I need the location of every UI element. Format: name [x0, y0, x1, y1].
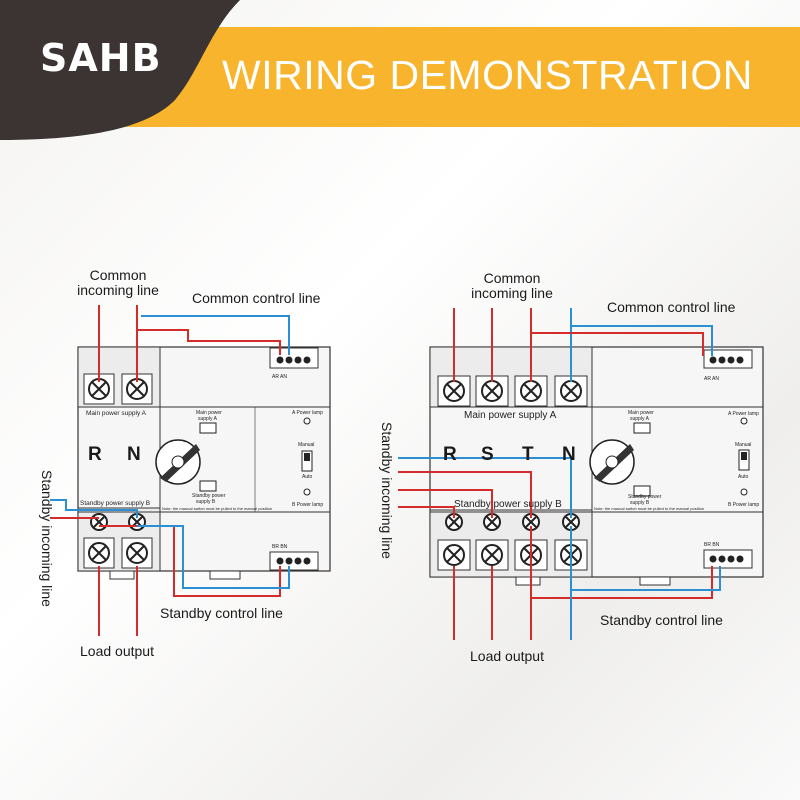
rotary-switch-icon — [589, 439, 635, 485]
common-incoming-label-2: incoming line — [77, 282, 159, 298]
standby-control-label: Standby control line — [600, 612, 723, 628]
logo-block — [0, 0, 240, 140]
brand-logo: SAHB — [40, 36, 162, 80]
main-indicator-label-2: supply A — [630, 416, 650, 422]
common-incoming-label-1: Common — [90, 267, 147, 283]
note-label: Note: the manual switch must be pulled t… — [162, 506, 272, 511]
terminal-label: R — [88, 444, 102, 465]
common-control-label: Common control line — [607, 299, 736, 315]
control-bottom-label: BR BN — [704, 542, 720, 548]
manual-label: Manual — [735, 442, 751, 448]
manual-label: Manual — [298, 442, 314, 448]
rotary-switch-icon — [155, 439, 201, 485]
control-bottom-label: BR BN — [272, 544, 288, 550]
auto-label: Auto — [302, 474, 313, 480]
page-title: WIRING DEMONSTRATION — [222, 52, 753, 98]
a-lamp-label: A Power lamp — [728, 411, 759, 417]
right-device — [429, 346, 764, 586]
auto-label: Auto — [738, 474, 749, 480]
main-indicator-label-1: Main power — [628, 410, 654, 416]
main-supply-label: Main power supply A — [464, 410, 557, 421]
standby-incoming-label: Standby incoming line — [379, 422, 395, 559]
screw-icon — [437, 539, 471, 571]
terminal-label: N — [127, 444, 141, 465]
standby-indicator-label-2: supply B — [196, 499, 216, 505]
terminal-label: S — [481, 444, 494, 465]
screw-icon — [83, 537, 115, 569]
common-control-label: Common control line — [192, 290, 321, 306]
main-indicator-label-1: Main power — [196, 410, 222, 416]
main-supply-label: Main power supply A — [86, 410, 147, 417]
screw-icon — [90, 513, 108, 531]
standby-indicator-label-2: supply B — [630, 500, 650, 506]
standby-supply-label: Standby power supply B — [454, 499, 562, 510]
standby-incoming-label: Standby incoming line — [39, 470, 55, 607]
standby-indicator-label-1: Standby power — [628, 494, 662, 500]
left-device — [77, 346, 331, 580]
screw-icon — [475, 539, 509, 571]
screw-icon — [445, 513, 463, 531]
screw-icon — [121, 537, 153, 569]
terminal-label: N — [562, 444, 576, 465]
note-label: Note: the manual switch must be pulled t… — [594, 506, 704, 511]
common-incoming-label-1: Common — [484, 270, 541, 286]
load-output-label: Load output — [80, 643, 154, 659]
standby-indicator-label-1: Standby power — [192, 493, 226, 499]
terminal-label: R — [443, 444, 457, 465]
standby-control-label: Standby control line — [160, 605, 283, 621]
screw-icon — [483, 513, 501, 531]
control-top-label: AR AN — [704, 376, 719, 382]
control-top-label: AR AN — [272, 374, 287, 380]
b-lamp-label: B Power lamp — [728, 502, 759, 508]
common-incoming-label-2: incoming line — [471, 285, 553, 301]
screw-icon — [475, 375, 509, 407]
a-lamp-label: A Power lamp — [292, 410, 323, 416]
load-output-label: Load output — [470, 648, 544, 664]
main-indicator-label-2: supply A — [198, 416, 218, 422]
standby-supply-label: Standby power supply B — [80, 500, 150, 507]
left-wires — [50, 305, 290, 636]
screw-icon — [514, 539, 548, 571]
right-wires — [398, 308, 721, 640]
screw-icon — [562, 513, 580, 531]
b-lamp-label: B Power lamp — [292, 502, 323, 508]
terminal-label: T — [522, 444, 534, 465]
